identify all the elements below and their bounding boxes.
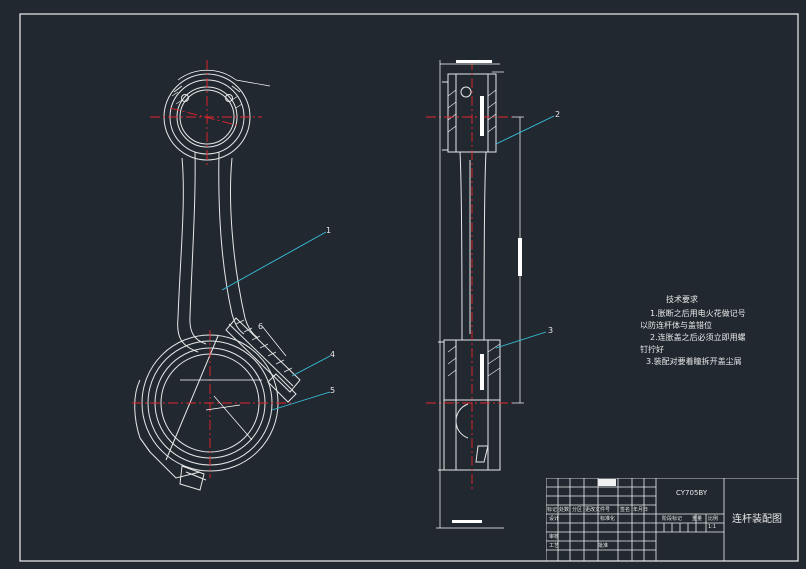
balloon-3: 3 <box>548 326 554 335</box>
front-dimensions <box>177 69 287 441</box>
tb-label-change-doc: 更改文件号 <box>585 507 611 513</box>
balloon-6: 6 <box>258 322 264 331</box>
tb-label-approve: 批准 <box>598 543 609 549</box>
side-leaders <box>495 115 555 349</box>
tb-label-weight: 重量 <box>692 516 703 522</box>
front-hatch <box>171 91 293 373</box>
tech-req-line-5: 3.装配对要着瞳拆开盖尘屑 <box>646 357 742 366</box>
side-dimension-marks <box>452 60 522 523</box>
title-block-drawing-title: 连杆装配图 <box>732 514 782 525</box>
tb-label-process: 工艺 <box>549 543 560 549</box>
tech-req-heading: 技术要求 <box>666 295 698 304</box>
tb-label-standardize: 标准化 <box>600 516 616 522</box>
tb-label-stage-mark: 阶段标记 <box>662 516 683 522</box>
title-block <box>546 478 798 561</box>
balloon-4: 4 <box>330 350 336 359</box>
side-view <box>438 73 501 471</box>
balloon-1: 1 <box>326 226 332 235</box>
balloon-2: 2 <box>555 110 561 119</box>
tb-label-design: 设计 <box>549 516 560 522</box>
tech-req-line-3: 2.连胀盖之后必须立即用螺 <box>650 333 746 342</box>
tech-req-line-4: 钉拧好 <box>640 345 664 354</box>
tb-label-date: 年月日 <box>633 507 649 513</box>
balloon-5: 5 <box>330 386 336 395</box>
tb-scale-value: 1:1 <box>708 524 717 530</box>
front-leaders <box>221 231 331 411</box>
title-block-drawing-code: CY705BY <box>676 489 708 497</box>
tech-req-line-2: 以防连杆体与盖错位 <box>640 321 712 330</box>
tb-label-zone: 分区 <box>572 507 583 513</box>
tb-label-scale: 比例 <box>708 516 719 522</box>
front-view <box>134 73 301 491</box>
sheet-border <box>19 13 799 562</box>
side-centerlines <box>426 60 512 490</box>
tb-label-signature: 签名 <box>620 507 631 513</box>
front-centerlines <box>132 60 292 478</box>
tb-label-mark: 标记 <box>547 507 558 513</box>
tech-req-line-1: 1.胀断之后用电火花做记号 <box>650 309 746 318</box>
tb-label-count: 处数 <box>559 507 570 513</box>
tb-label-review: 审核 <box>549 534 560 540</box>
